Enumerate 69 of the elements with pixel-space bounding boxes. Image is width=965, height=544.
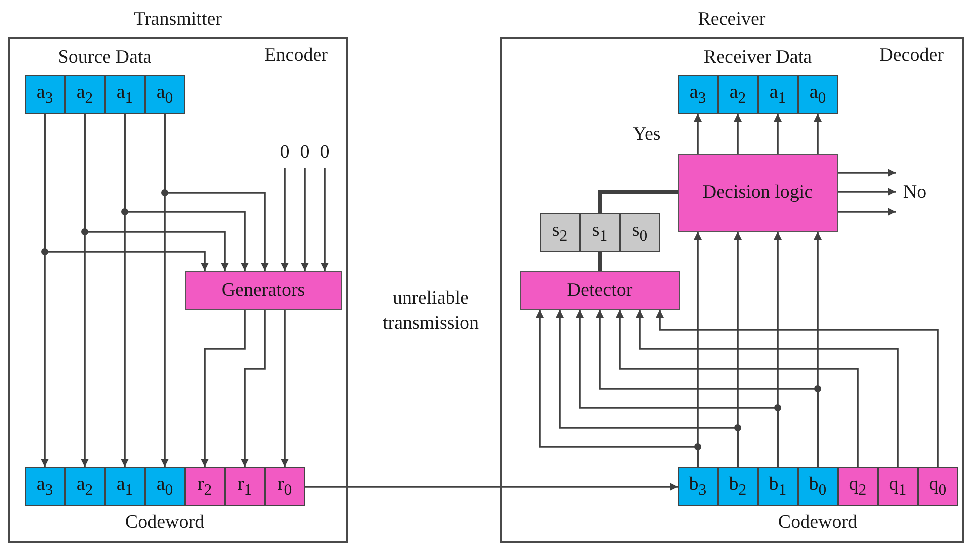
signal-line	[694, 114, 702, 154]
signal-line	[124, 114, 249, 271]
bit-cell: a$_{1}$	[758, 75, 798, 114]
yes-label: Yes	[632, 123, 662, 147]
bit-cell: b$_{0}$	[798, 467, 838, 506]
bit-cell: b$_{1}$	[758, 467, 798, 506]
signal-line	[576, 310, 779, 467]
signal-line	[616, 310, 859, 467]
signal-line	[241, 310, 266, 467]
register-title: Codeword	[777, 512, 859, 534]
input-bit: 0	[295, 138, 315, 168]
bit-cell: a$_{0}$	[145, 467, 185, 506]
input-bit: 0	[315, 138, 335, 168]
signal-line	[814, 114, 822, 154]
logic-block: Decision logic	[678, 154, 838, 232]
signal-line	[281, 168, 289, 271]
signal-line	[201, 310, 246, 467]
signal-line	[734, 114, 742, 154]
signal-line	[305, 483, 678, 491]
signal-line	[281, 310, 289, 467]
register-title: Source Data	[57, 47, 153, 69]
bit-cell: s$_{2}$	[540, 213, 580, 252]
bit-cell: q$_{2}$	[838, 467, 878, 506]
input-bit: 0	[275, 138, 295, 168]
bit-cell: a$_{2}$	[65, 467, 105, 506]
signal-line	[636, 310, 899, 467]
bit-cell: q$_{0}$	[918, 467, 958, 506]
signal-line	[321, 168, 329, 271]
bit-cell: s$_{1}$	[580, 213, 620, 252]
bit-cell: a$_{1}$	[105, 467, 145, 506]
signal-line	[838, 188, 896, 196]
bit-cell: a$_{3}$	[25, 75, 65, 114]
bit-cell: r$_{0}$	[265, 467, 305, 506]
bit-cell: a$_{3}$	[25, 467, 65, 506]
signal-line	[596, 310, 819, 467]
bit-cell: a$_{3}$	[678, 75, 718, 114]
bit-cell: r$_{2}$	[185, 467, 225, 506]
block-title: Decoder	[880, 45, 944, 67]
logic-block: Detector	[520, 271, 680, 310]
bit-cell: a$_{2}$	[718, 75, 758, 114]
bit-cell: b$_{3}$	[678, 467, 718, 506]
signal-line	[598, 190, 678, 213]
signal-line	[838, 169, 896, 177]
register-title: Receiver Data	[702, 47, 814, 69]
bit-cell: a$_{0}$	[798, 75, 838, 114]
output-label: No	[896, 163, 934, 222]
signal-line	[301, 168, 309, 271]
register-title: Codeword	[124, 512, 206, 534]
bit-cell: a$_{0}$	[145, 75, 185, 114]
transmission-note: unreliable transmission	[382, 287, 480, 336]
bit-cell: b$_{2}$	[718, 467, 758, 506]
block-title: Encoder	[264, 45, 328, 67]
signal-line	[656, 310, 939, 467]
signal-line	[44, 114, 209, 271]
signal-line	[838, 208, 896, 216]
signal-line	[84, 114, 229, 271]
signal-line	[556, 310, 739, 467]
bit-cell: r$_{1}$	[225, 467, 265, 506]
signal-line	[598, 252, 602, 271]
signal-line	[774, 114, 782, 154]
signal-line	[536, 310, 699, 467]
bit-cell: a$_{1}$	[105, 75, 145, 114]
panel-title: Transmitter	[133, 9, 223, 31]
bit-cell: q$_{1}$	[878, 467, 918, 506]
logic-block: Generators	[185, 271, 342, 310]
bit-cell: a$_{2}$	[65, 75, 105, 114]
bit-cell: s$_{0}$	[620, 213, 660, 252]
panel-title: Receiver	[697, 9, 767, 31]
signal-line	[164, 114, 269, 271]
